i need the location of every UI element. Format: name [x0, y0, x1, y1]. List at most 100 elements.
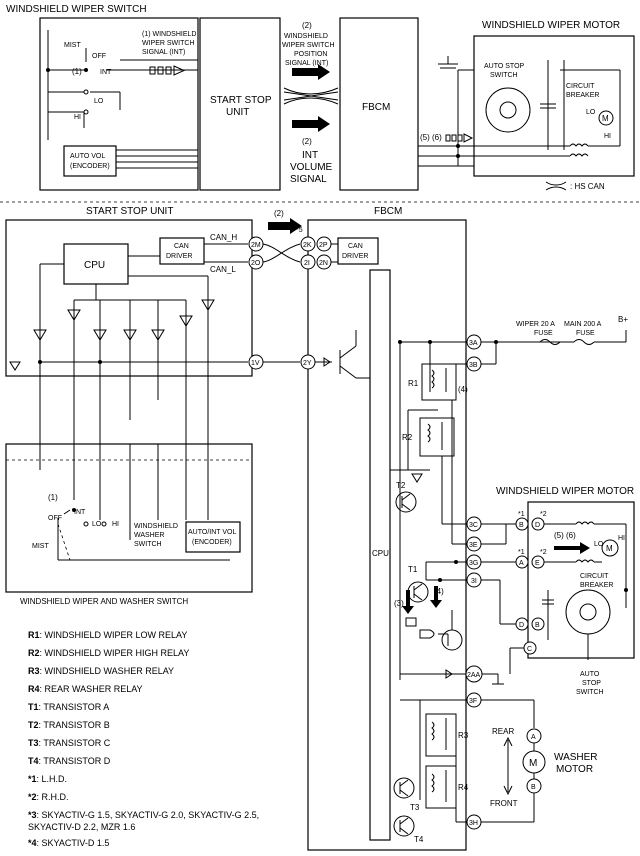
top-int-vol-line1: INT	[302, 150, 318, 161]
fbcm-pin-3g: 3G	[469, 560, 478, 567]
power-supply: WIPER 20 A FUSE MAIN 200 A FUSE B+	[481, 315, 628, 365]
fuse2-line1: MAIN 200 A	[564, 321, 602, 328]
fbcm-pin-3b: 3B	[469, 362, 478, 369]
relay-r3-box	[425, 713, 457, 757]
fbcm-pin-3f: 3F	[469, 698, 477, 705]
motor2-auto-stop-line3: SWITCH	[576, 689, 604, 696]
ws-int-label: INT	[74, 509, 86, 516]
ssu-can-driver-box	[159, 237, 205, 265]
fbcm-pin-3a: 3A	[469, 340, 478, 347]
top-signal2-num: (2)	[302, 21, 312, 30]
motor2-pin-a: A	[519, 560, 524, 567]
fbcm-marker-4b: (4)	[434, 587, 444, 596]
legend: R1: WINDSHIELD WIPER LOW RELAY R2: WINDS…	[28, 630, 259, 848]
legend-star3: *3: SKYACTIV-G 1.5, SKYACTIV-G 2.0, SKYA…	[28, 810, 259, 820]
washer-motor: A M B REAR FRONT WASHER MOTOR	[481, 699, 598, 823]
motor2-cb-line1: CIRCUIT	[580, 573, 609, 580]
top-marker-1: (1)	[72, 67, 82, 76]
washer-switch-detail: (1) OFF INT LO HI MIST WINDSHIELD WASHER…	[5, 443, 253, 606]
ssu-cpu-label: CPU	[84, 260, 105, 271]
ws-marker-1: (1)	[48, 493, 58, 502]
motor2-pin-c: C	[527, 646, 532, 653]
legend-t4: T4: TRANSISTOR D	[28, 756, 111, 766]
top-signal2-line4: SIGNAL (INT)	[285, 60, 328, 67]
top-signal1-line3: SIGNAL (INT)	[142, 49, 185, 56]
ws-washer-line3: SWITCH	[134, 541, 162, 548]
fbcm-pin-2aa: 2AA	[467, 672, 481, 679]
motor2-hi: HI	[618, 535, 625, 542]
motor2-s2: *2	[540, 511, 547, 518]
ssu-box	[5, 219, 253, 377]
fbcm-can-driver-line2: DRIVER	[342, 253, 368, 260]
washer-pin-b: B	[531, 784, 536, 791]
fbcm-title: FBCM	[374, 206, 402, 217]
top-wiper-switch-title: WINDSHIELD WIPER SWITCH	[6, 4, 147, 15]
fbcm-pin-2n: 2N	[319, 260, 328, 267]
motor2-pin-e: E	[535, 560, 540, 567]
top-cb-line2: BREAKER	[566, 92, 599, 99]
washer-motor-m: M	[529, 758, 537, 769]
fbcm-pin-2i: 2I	[304, 260, 310, 267]
ws-auto-int-line2: (ENCODER)	[192, 539, 232, 546]
motor2-box	[527, 501, 635, 659]
relay-r3-label: R3	[458, 731, 469, 740]
legend-r2: R2: WINDSHIELD WIPER HIGH RELAY	[28, 648, 189, 658]
top-int-label: INT	[100, 69, 112, 76]
fbcm-cpu-label: CPU	[372, 549, 389, 558]
ssu-title: START STOP UNIT	[86, 206, 173, 217]
ws-title: WINDSHIELD WIPER AND WASHER SWITCH	[20, 597, 188, 606]
top-motor-m: M	[602, 114, 609, 123]
legend-t2: T2: TRANSISTOR B	[28, 720, 110, 730]
top-int-vol-line3: SIGNAL	[290, 174, 327, 185]
top-motor-title: WINDSHIELD WIPER MOTOR	[482, 20, 620, 31]
fuse1-line1: WIPER 20 A	[516, 321, 555, 328]
washer-switch-box	[5, 443, 253, 593]
top-start-stop-line1: START STOP	[210, 95, 272, 106]
top-motor-hi: HI	[604, 133, 611, 140]
top-overview: WINDSHIELD WIPER SWITCH MIST OFF (1) INT…	[6, 4, 635, 191]
fbcm-pin-2p: 2P	[319, 242, 328, 249]
top-start-stop-box	[199, 17, 281, 191]
fbcm-cpu-box	[369, 269, 391, 841]
fbcm-pin-3e: 3E	[469, 542, 478, 549]
ssu-pin-2o: 2O	[251, 260, 261, 267]
top-signal1-line2: WIPER SWITCH	[142, 40, 195, 47]
legend-star4: *4: SKYACTIV-D 1.5	[28, 838, 109, 848]
top-signal2b-num: (2)	[302, 137, 312, 146]
transistor-t4-label: T4	[414, 835, 424, 844]
top-hi-label: HI	[74, 114, 81, 121]
top-motor-box	[473, 35, 635, 177]
ssu-cpu-box	[63, 243, 129, 285]
top-off-label: OFF	[92, 53, 106, 60]
legend-t3: T3: TRANSISTOR C	[28, 738, 111, 748]
motor2-auto-stop-line1: AUTO	[580, 671, 600, 678]
fbcm-pin-2k: 2K	[303, 242, 312, 249]
top-motor-lo: LO	[586, 109, 596, 116]
top-signal2-line2: WIPER SWITCH	[282, 42, 335, 49]
start-stop-unit-detail: START STOP UNIT CPU CAN DRIVER CAN_H CAN…	[5, 206, 264, 500]
legend-star1: *1: L.H.D.	[28, 774, 67, 784]
legend-t1: T1: TRANSISTOR A	[28, 702, 109, 712]
fbcm-pin-3c: 3C	[469, 522, 478, 529]
relay-r2-label: R2	[402, 433, 413, 442]
fuse1-line2: FUSE	[534, 330, 553, 337]
top-int-vol-line2: VOLUME	[290, 162, 333, 173]
top-arrow-2b	[292, 116, 330, 132]
top-auto-vol-box	[63, 145, 117, 177]
top-hs-can-legend: : HS CAN	[570, 182, 605, 191]
motor2-cb-line2: BREAKER	[580, 582, 613, 589]
fuse2-line2: FUSE	[576, 330, 595, 337]
fbcm-star5: *5	[296, 227, 303, 234]
motor2-title: WINDSHIELD WIPER MOTOR	[496, 486, 634, 497]
fbcm-marker-4a: (4)	[458, 385, 468, 394]
ssu-pin-1v: 1V	[251, 360, 260, 367]
transistor-t3-label: T3	[410, 803, 420, 812]
bplus-label: B+	[618, 315, 628, 324]
transistor-t2-label: T2	[396, 481, 406, 490]
top-signal2-line1: WINDSHIELD	[284, 33, 328, 40]
ws-auto-int-line1: AUTO/INT VOL	[188, 529, 236, 536]
motor2-pin-d2: D	[519, 622, 524, 629]
top-auto-stop-line1: AUTO STOP	[484, 63, 525, 70]
ws-washer-line2: WASHER	[134, 532, 164, 539]
ws-auto-int-box	[185, 521, 241, 553]
